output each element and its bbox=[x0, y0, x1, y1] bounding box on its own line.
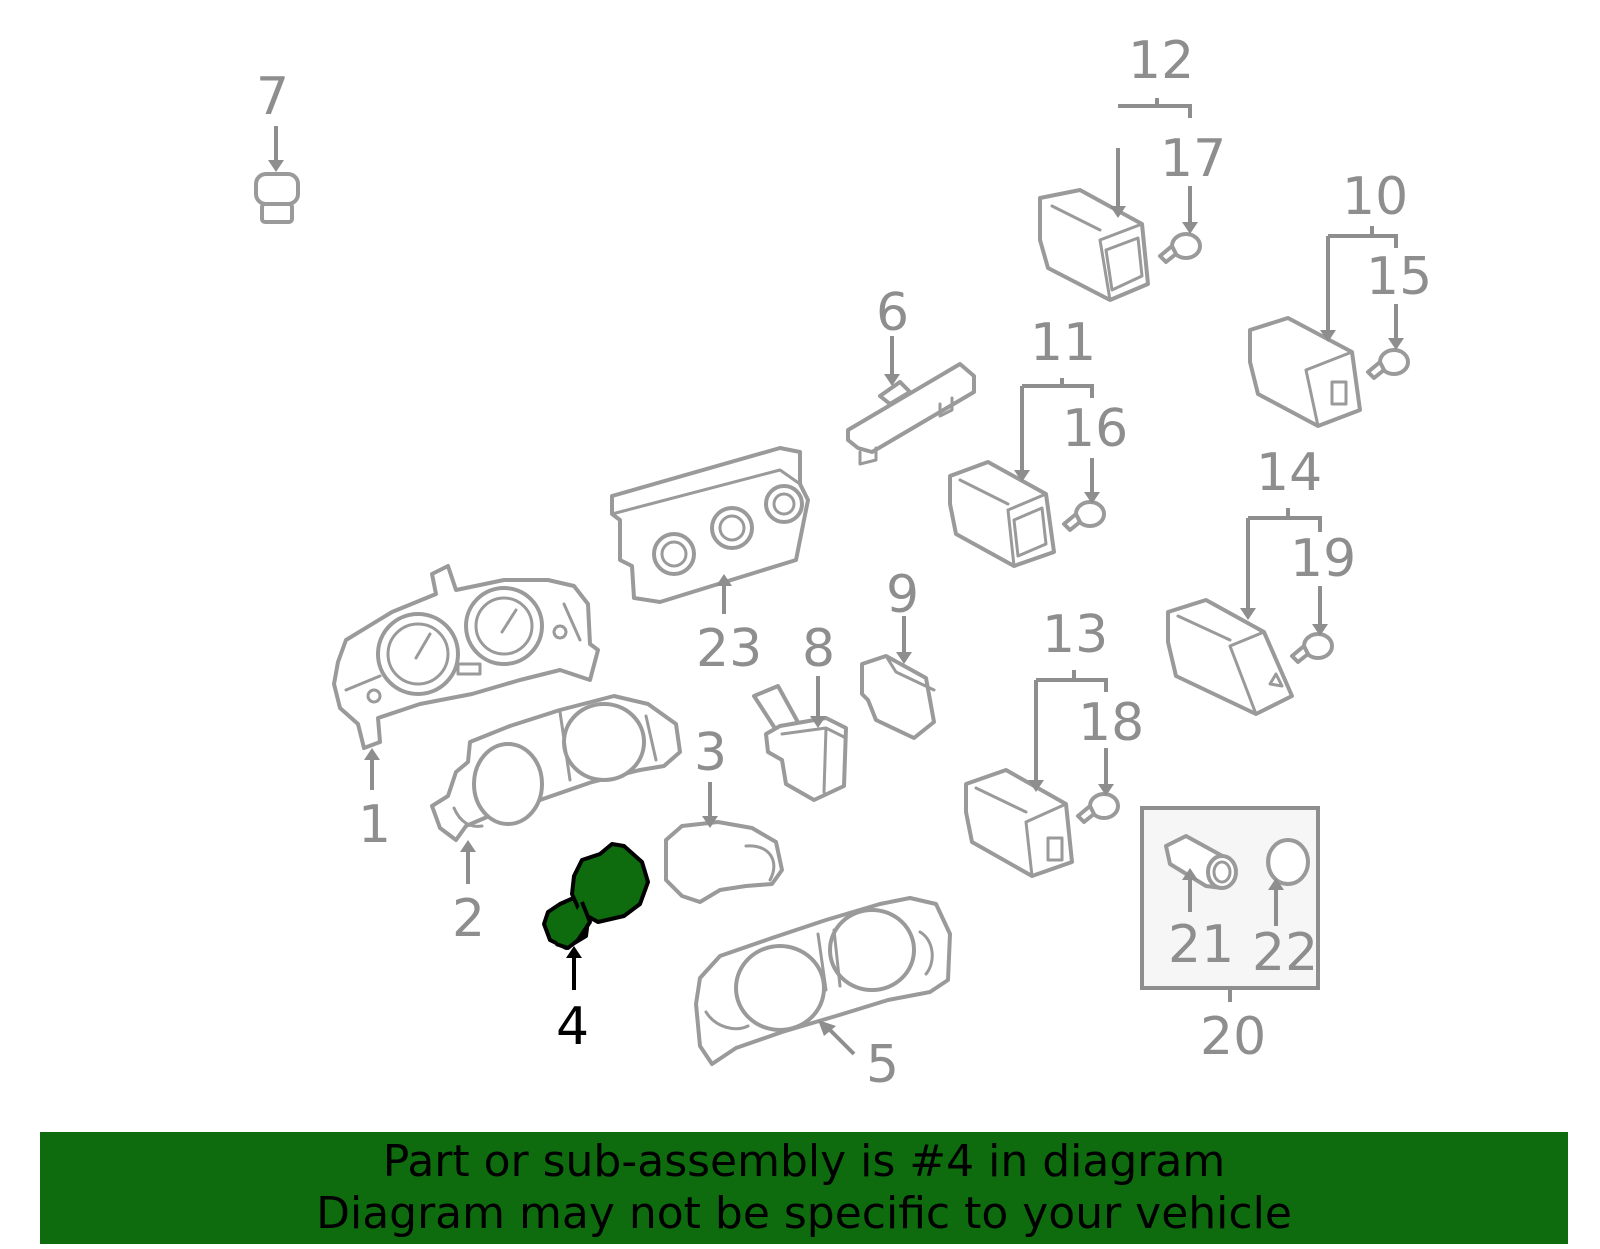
callout-16[interactable]: 16 bbox=[1062, 399, 1128, 459]
callout-3[interactable]: 3 bbox=[694, 723, 727, 783]
part-1-instrument-cluster: 1 bbox=[332, 564, 600, 855]
part-19-screw: 19 bbox=[1290, 529, 1356, 664]
part-15-screw: 15 bbox=[1366, 247, 1432, 380]
callout-10[interactable]: 10 bbox=[1342, 167, 1408, 227]
callout-15[interactable]: 15 bbox=[1366, 247, 1432, 307]
part-22-cap: 22 bbox=[1252, 838, 1318, 983]
callout-22[interactable]: 22 bbox=[1252, 923, 1318, 983]
part-10-switch: 10 bbox=[1248, 167, 1408, 428]
callout-13[interactable]: 13 bbox=[1042, 605, 1108, 665]
banner-line-part: Part or sub-assembly is #4 in diagram bbox=[382, 1136, 1226, 1187]
part-21-lighter-socket: 21 bbox=[1164, 834, 1238, 975]
callout-20[interactable]: 20 bbox=[1200, 1007, 1266, 1067]
banner-line-disclaimer: Diagram may not be specific to your vehi… bbox=[316, 1188, 1292, 1239]
part-17-screw: 17 bbox=[1158, 129, 1226, 264]
part-11-switch: 11 bbox=[948, 313, 1096, 568]
callout-6[interactable]: 6 bbox=[876, 283, 909, 343]
part-20-box bbox=[1140, 806, 1320, 990]
info-banner: Part or sub-assembly is #4 in diagram Di… bbox=[40, 1132, 1568, 1244]
callout-2[interactable]: 2 bbox=[452, 889, 485, 949]
callout-17[interactable]: 17 bbox=[1160, 129, 1226, 189]
part-7-cap: 7 bbox=[254, 67, 300, 224]
part-5-cluster-face: 5 bbox=[694, 896, 952, 1095]
callout-18[interactable]: 18 bbox=[1078, 693, 1144, 753]
part-14-hazard-switch: 14 bbox=[1166, 443, 1322, 716]
callout-4[interactable]: 4 bbox=[556, 997, 589, 1057]
part-8-switch: 8 bbox=[752, 619, 848, 802]
part-6-bar: 6 bbox=[846, 283, 976, 466]
callout-7[interactable]: 7 bbox=[256, 67, 289, 127]
callout-23[interactable]: 23 bbox=[696, 619, 762, 679]
callout-19[interactable]: 19 bbox=[1290, 529, 1356, 589]
callout-21[interactable]: 21 bbox=[1168, 915, 1234, 975]
part-13-switch: 13 bbox=[964, 605, 1108, 878]
part-3-dial-plate: 3 bbox=[664, 723, 784, 904]
banner-background bbox=[40, 1132, 1568, 1244]
part-16-screw: 16 bbox=[1062, 399, 1128, 532]
callout-8[interactable]: 8 bbox=[802, 619, 835, 679]
part-20-lighter-assembly: 20 bbox=[1140, 806, 1320, 1067]
part-23-climate-control: 23 bbox=[610, 446, 810, 679]
callout-9[interactable]: 9 bbox=[886, 565, 919, 625]
part-18-screw: 18 bbox=[1076, 693, 1144, 824]
callout-11[interactable]: 11 bbox=[1030, 313, 1096, 373]
part-9-switch: 9 bbox=[860, 565, 936, 740]
callout-12[interactable]: 12 bbox=[1128, 31, 1194, 91]
part-12-switch: 12 bbox=[1038, 31, 1194, 302]
part-4-highlighted-gauge[interactable]: 4 bbox=[542, 842, 650, 1057]
callout-14[interactable]: 14 bbox=[1256, 443, 1322, 503]
callout-1[interactable]: 1 bbox=[358, 795, 391, 855]
part-2-cluster-lens: 2 bbox=[430, 694, 682, 949]
callout-5[interactable]: 5 bbox=[866, 1035, 899, 1095]
